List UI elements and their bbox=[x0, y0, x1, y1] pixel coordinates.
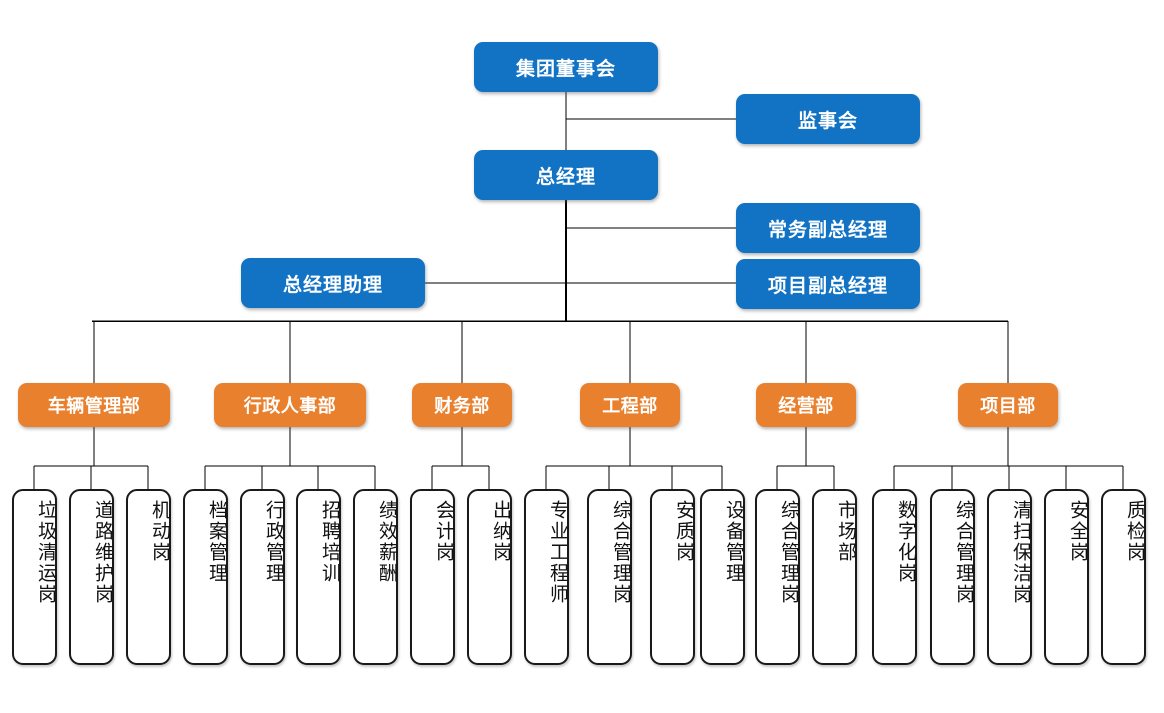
node-position[interactable]: 综合管理岗 bbox=[587, 489, 632, 665]
node-department[interactable]: 车辆管理部 bbox=[18, 383, 170, 427]
node-position[interactable]: 会计岗 bbox=[410, 489, 455, 665]
node-position[interactable]: 出纳岗 bbox=[467, 489, 512, 665]
position-label: 档案管理 bbox=[206, 500, 228, 584]
position-label: 道路维护岗 bbox=[92, 500, 114, 605]
node-department[interactable]: 工程部 bbox=[580, 383, 680, 427]
position-label: 安全岗 bbox=[1067, 500, 1089, 563]
position-label: 清扫保洁岗 bbox=[1010, 500, 1032, 605]
node-supervisory-board[interactable]: 监事会 bbox=[736, 94, 920, 144]
node-position[interactable]: 安质岗 bbox=[650, 489, 695, 665]
node-position[interactable]: 设备管理 bbox=[700, 489, 745, 665]
node-board[interactable]: 集团董事会 bbox=[474, 42, 658, 92]
position-label: 出纳岗 bbox=[490, 500, 512, 563]
position-label: 综合管理岗 bbox=[953, 500, 975, 605]
position-label: 设备管理 bbox=[723, 500, 745, 584]
node-position[interactable]: 综合管理岗 bbox=[755, 489, 800, 665]
position-label: 招聘培训 bbox=[319, 500, 341, 584]
node-position[interactable]: 档案管理 bbox=[183, 489, 228, 665]
position-label: 综合管理岗 bbox=[610, 500, 632, 605]
node-position[interactable]: 道路维护岗 bbox=[69, 489, 114, 665]
position-label: 机动岗 bbox=[149, 500, 171, 563]
node-department[interactable]: 行政人事部 bbox=[214, 383, 366, 427]
node-position[interactable]: 招聘培训 bbox=[296, 489, 341, 665]
node-position[interactable]: 绩效薪酬 bbox=[353, 489, 398, 665]
node-position[interactable]: 行政管理 bbox=[240, 489, 285, 665]
node-position[interactable]: 专业工程师 bbox=[524, 489, 569, 665]
node-position[interactable]: 质检岗 bbox=[1101, 489, 1146, 665]
node-position[interactable]: 机动岗 bbox=[126, 489, 171, 665]
position-label: 绩效薪酬 bbox=[376, 500, 398, 584]
node-position[interactable]: 数字化岗 bbox=[872, 489, 917, 665]
position-label: 会计岗 bbox=[433, 500, 455, 563]
node-position[interactable]: 综合管理岗 bbox=[930, 489, 975, 665]
node-department[interactable]: 经营部 bbox=[756, 383, 856, 427]
position-label: 综合管理岗 bbox=[778, 500, 800, 605]
position-label: 数字化岗 bbox=[895, 500, 917, 584]
position-label: 安质岗 bbox=[673, 500, 695, 563]
node-department[interactable]: 项目部 bbox=[958, 383, 1058, 427]
node-position[interactable]: 安全岗 bbox=[1044, 489, 1089, 665]
position-label: 质检岗 bbox=[1124, 500, 1146, 563]
node-executive-deputy-gm[interactable]: 常务副总经理 bbox=[736, 203, 920, 253]
node-position[interactable]: 市场部 bbox=[812, 489, 857, 665]
position-label: 专业工程师 bbox=[547, 500, 569, 605]
node-gm-assistant[interactable]: 总经理助理 bbox=[241, 258, 425, 308]
position-label: 垃圾清运岗 bbox=[35, 500, 57, 605]
position-label: 行政管理 bbox=[263, 500, 285, 584]
node-position[interactable]: 垃圾清运岗 bbox=[12, 489, 57, 665]
position-label: 市场部 bbox=[835, 500, 857, 563]
node-department[interactable]: 财务部 bbox=[412, 383, 512, 427]
node-project-deputy-gm[interactable]: 项目副总经理 bbox=[736, 259, 920, 309]
node-general-manager[interactable]: 总经理 bbox=[474, 150, 658, 200]
node-position[interactable]: 清扫保洁岗 bbox=[987, 489, 1032, 665]
